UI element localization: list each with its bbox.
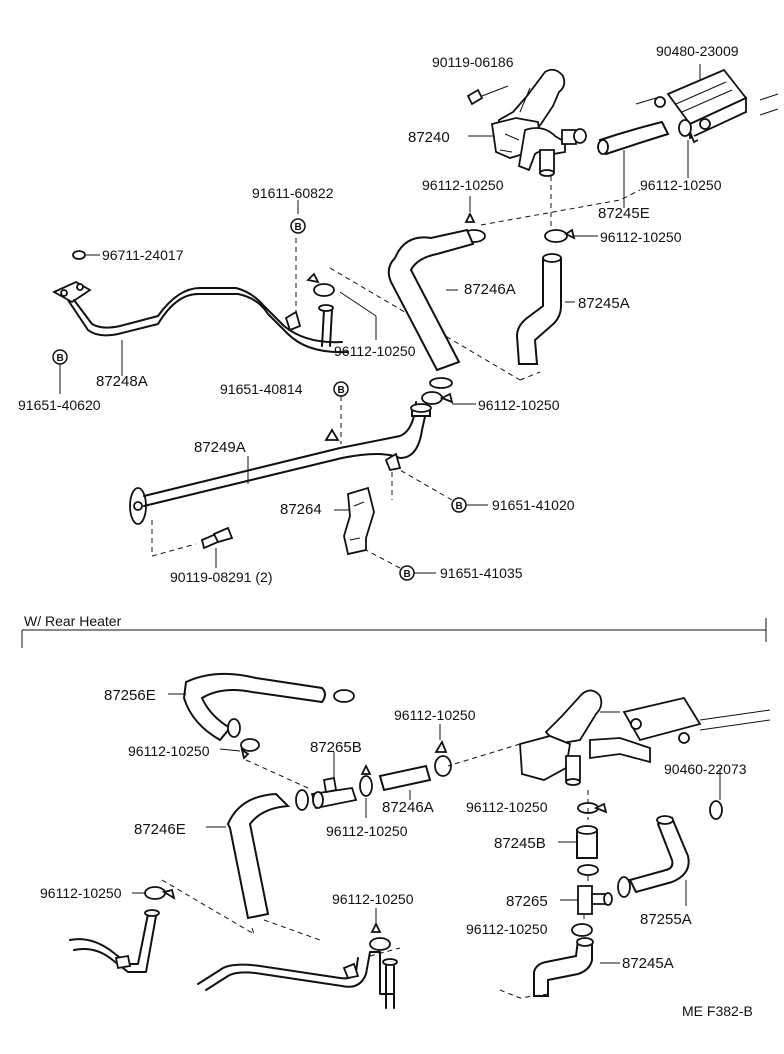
bracket-87264 bbox=[334, 486, 375, 556]
label-87245a: 87245A bbox=[578, 295, 630, 312]
cooler-90460-22073 bbox=[709, 768, 723, 820]
bolt-marker-91611-60822: B bbox=[290, 200, 306, 234]
label-91651-40814: 91651-40814 bbox=[220, 381, 303, 397]
clamp-top-mid bbox=[544, 228, 598, 243]
label-87249a: 87249A bbox=[194, 439, 246, 456]
label-90119-08291: 90119-08291 (2) bbox=[170, 569, 272, 585]
label-96112-f: 96112-10250 bbox=[128, 743, 210, 759]
pipe-bottom-center bbox=[197, 951, 398, 1009]
valve-assembly-rear bbox=[519, 689, 771, 786]
bolt-marker-91651-41035: B bbox=[361, 547, 436, 581]
label-87255a: 87255A bbox=[640, 911, 692, 928]
label-96112-a: 96112-10250 bbox=[422, 177, 504, 193]
joint-87265b bbox=[310, 752, 358, 810]
label-87245a-b: 87245A bbox=[622, 955, 674, 972]
label-91651-41035: 91651-41035 bbox=[440, 565, 523, 581]
label-87265b: 87265B bbox=[310, 739, 362, 756]
bolt-90119-08291 bbox=[200, 526, 234, 568]
label-87246e: 87246E bbox=[134, 821, 186, 838]
joint-87265 bbox=[560, 885, 613, 915]
label-87246a: 87246A bbox=[464, 281, 516, 298]
bolt-90119-06186 bbox=[466, 85, 509, 106]
label-96112-d: 96112-10250 bbox=[334, 343, 416, 359]
pipe-bottom-left bbox=[69, 879, 255, 973]
hose-87245b bbox=[558, 825, 598, 859]
bolt-marker-91651-40814: B bbox=[333, 381, 349, 444]
hose-87245e bbox=[597, 119, 699, 156]
clamp-bottom-left bbox=[132, 886, 176, 900]
hose-87246e bbox=[206, 789, 309, 920]
pipe-87248a bbox=[52, 280, 349, 354]
clamp-87249a-end bbox=[421, 391, 476, 405]
water-valve-87240 bbox=[490, 68, 587, 177]
hose-87246a bbox=[387, 228, 475, 389]
svg-text:B: B bbox=[295, 222, 302, 233]
label-96112-b: 96112-10250 bbox=[640, 177, 722, 193]
label-96112-h: 96112-10250 bbox=[326, 823, 408, 839]
label-91611-60822: 91611-60822 bbox=[252, 185, 334, 201]
svg-text:B: B bbox=[456, 501, 463, 512]
hose-87245a bbox=[515, 253, 562, 365]
label-87246a-b: 87246A bbox=[382, 799, 434, 816]
clamp-bottom-center bbox=[369, 908, 391, 951]
label-87240: 87240 bbox=[408, 129, 450, 146]
bolt-marker-91651-41020: B bbox=[399, 469, 488, 513]
svg-text:B: B bbox=[404, 569, 411, 580]
footer-code: ME F382-B bbox=[682, 1003, 753, 1019]
gasket-96711-24017 bbox=[72, 250, 100, 260]
label-87264: 87264 bbox=[280, 501, 322, 518]
hose-87246a-bottom bbox=[378, 724, 452, 800]
label-90480-23009: 90480-23009 bbox=[656, 43, 739, 59]
label-96112-c: 96112-10250 bbox=[600, 229, 682, 245]
label-87265: 87265 bbox=[506, 893, 548, 910]
svg-text:B: B bbox=[338, 385, 345, 396]
clamp-near-87265b bbox=[359, 763, 373, 818]
clamp-near-87245b-top bbox=[577, 802, 608, 814]
clamp-below-87245b bbox=[577, 864, 599, 876]
label-96112-j: 96112-10250 bbox=[40, 885, 122, 901]
clamp-bottom-96112-f bbox=[219, 738, 260, 760]
label-91651-40620: 91651-40620 bbox=[18, 397, 101, 413]
hose-87255a bbox=[617, 815, 690, 906]
label-96112-l: 96112-10250 bbox=[466, 921, 548, 937]
label-90460-22073: 90460-22073 bbox=[664, 761, 747, 777]
label-87256e: 87256E bbox=[104, 687, 156, 704]
rear-heater-frame bbox=[21, 618, 767, 648]
svg-text:B: B bbox=[57, 353, 64, 364]
label-87245e: 87245E bbox=[598, 205, 650, 222]
cooler-90480-23009 bbox=[635, 64, 779, 140]
label-96112-k: 96112-10250 bbox=[332, 891, 414, 907]
label-87248a: 87248A bbox=[96, 373, 148, 390]
label-87245b: 87245B bbox=[494, 835, 546, 852]
label-96112-i: 96112-10250 bbox=[466, 799, 548, 815]
hose-87245a-bottom bbox=[533, 937, 620, 997]
label-96711-24017: 96711-24017 bbox=[102, 247, 184, 263]
hose-87256e bbox=[168, 672, 355, 742]
label-96112-g: 96112-10250 bbox=[394, 707, 476, 723]
label-96112-e: 96112-10250 bbox=[478, 397, 560, 413]
clamp-87248a-end bbox=[306, 272, 377, 340]
section-title: W/ Rear Heater bbox=[24, 613, 122, 629]
pipe-87249a bbox=[129, 401, 432, 557]
label-90119-06186: 90119-06186 bbox=[432, 54, 514, 70]
bolt-marker-91651-40620: B bbox=[52, 349, 68, 394]
clamp-above-87245a bbox=[571, 923, 593, 937]
label-91651-41020: 91651-41020 bbox=[492, 497, 575, 513]
